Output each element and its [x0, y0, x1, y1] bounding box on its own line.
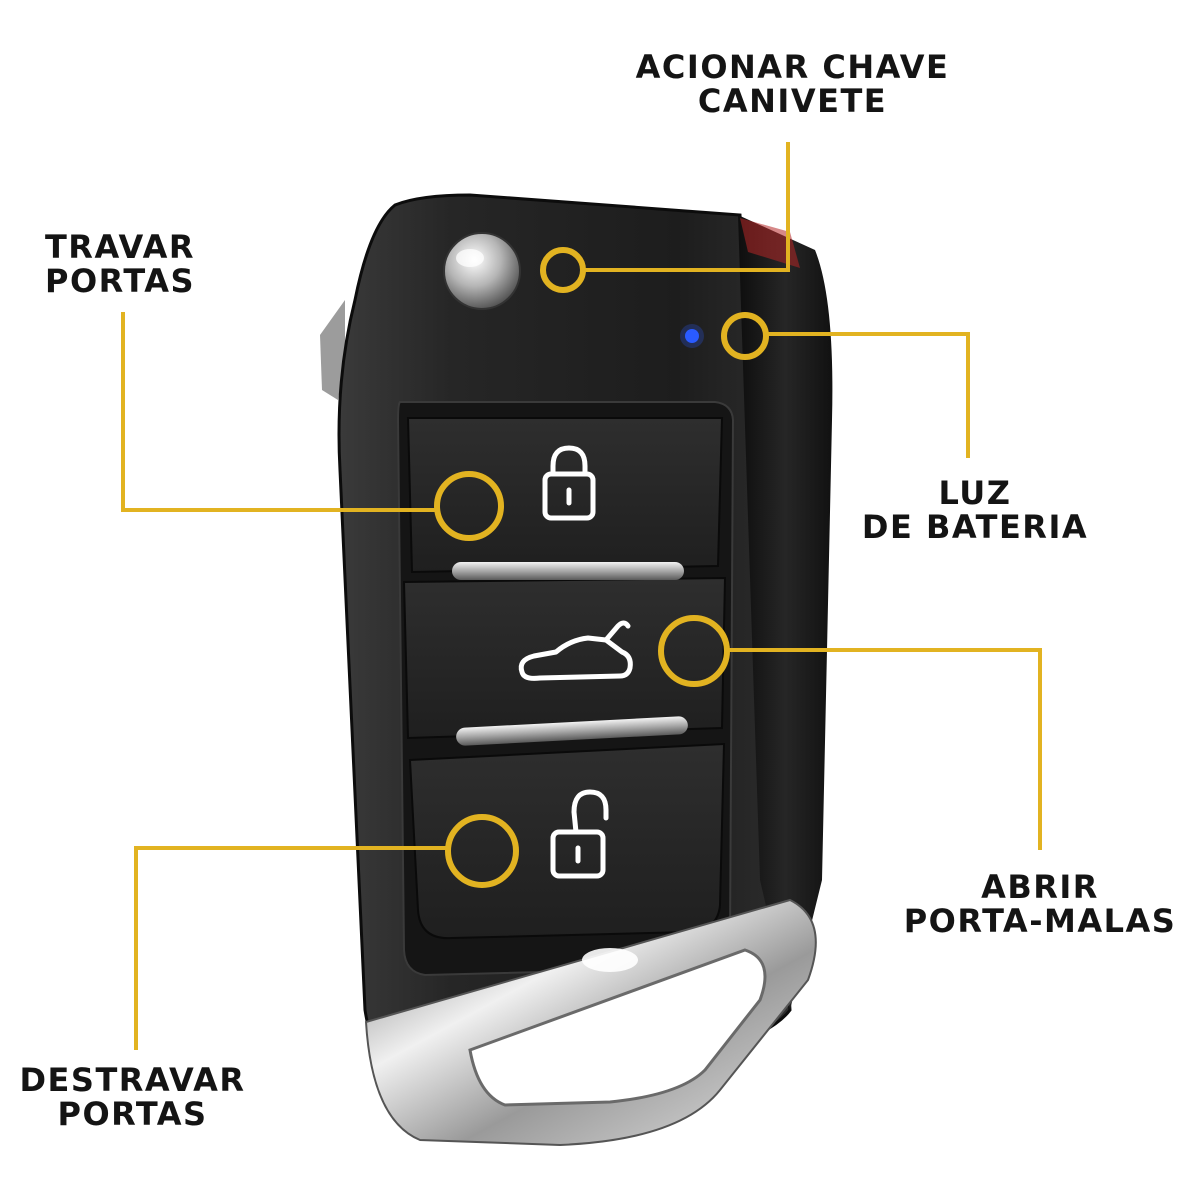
callout-line-lock	[121, 312, 436, 512]
label-lock: TRAVAR PORTAS	[20, 230, 220, 298]
label-trunk: ABRIR PORTA-MALAS	[895, 870, 1185, 938]
callout-line-battery	[765, 332, 970, 458]
lock-button[interactable]	[406, 417, 724, 574]
key-blade-stub	[320, 300, 345, 400]
key-side-panel	[738, 215, 833, 1010]
callout-line-trunk	[727, 648, 1042, 850]
separator-bar-top	[452, 562, 684, 580]
label-flip-key: ACIONAR CHAVE CANIVETE	[620, 50, 965, 118]
callout-line-unlock	[134, 846, 446, 1050]
label-battery-line2: DE BATERIA	[861, 508, 1089, 546]
label-flip-key-line1: ACIONAR CHAVE	[635, 48, 950, 86]
label-trunk-line2: PORTA-MALAS	[903, 902, 1177, 940]
callout-circle-trunk	[658, 615, 730, 687]
callout-lines	[121, 142, 1042, 1050]
separator-bar-bottom	[456, 716, 688, 746]
label-battery-line1: LUZ	[938, 474, 1012, 512]
lock-closed-icon	[542, 445, 596, 521]
callout-line-flip-key	[584, 142, 790, 272]
callout-circle-lock	[434, 471, 504, 541]
callout-circles	[434, 247, 769, 888]
label-lock-line1: TRAVAR	[44, 228, 196, 266]
callout-circle-flip-key	[540, 247, 586, 293]
flip-release-pin[interactable]	[443, 232, 521, 310]
battery-led	[685, 329, 699, 343]
label-unlock-line1: DESTRAVAR	[19, 1061, 246, 1099]
label-battery-light: LUZ DE BATERIA	[855, 476, 1095, 544]
label-unlock-line2: PORTAS	[57, 1095, 208, 1133]
side-accent	[740, 218, 800, 268]
callout-circle-battery	[721, 312, 769, 360]
lock-open-icon	[550, 789, 609, 879]
key-ring-hole	[468, 948, 767, 1107]
label-unlock: DESTRAVAR PORTAS	[10, 1063, 255, 1131]
trunk-button[interactable]	[402, 576, 727, 740]
label-flip-key-line2: CANIVETE	[697, 82, 888, 120]
callout-circle-unlock	[445, 814, 519, 888]
unlock-button[interactable]	[408, 742, 726, 940]
label-lock-line2: PORTAS	[44, 262, 195, 300]
label-trunk-line1: ABRIR	[981, 868, 1099, 906]
car-trunk-icon	[518, 620, 633, 681]
